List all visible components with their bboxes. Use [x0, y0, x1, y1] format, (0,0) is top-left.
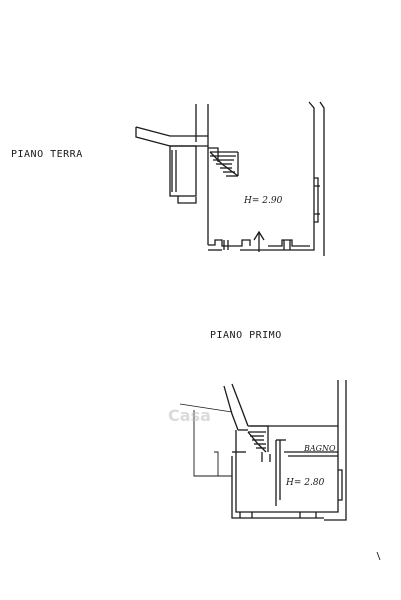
bathroom-room-label: BAGNO — [304, 444, 336, 453]
casa-watermark-logo: Casa — [168, 406, 211, 425]
ground-floor-height-note: H= 2.90 — [244, 196, 283, 206]
first-floor-plan — [179, 380, 381, 561]
first-floor-height-note: H= 2.80 — [286, 478, 325, 488]
ground-floor-plan — [135, 101, 325, 256]
first-floor-title: PIANO PRIMO — [210, 330, 282, 341]
ground-floor-title: PIANO TERRA — [11, 149, 83, 160]
